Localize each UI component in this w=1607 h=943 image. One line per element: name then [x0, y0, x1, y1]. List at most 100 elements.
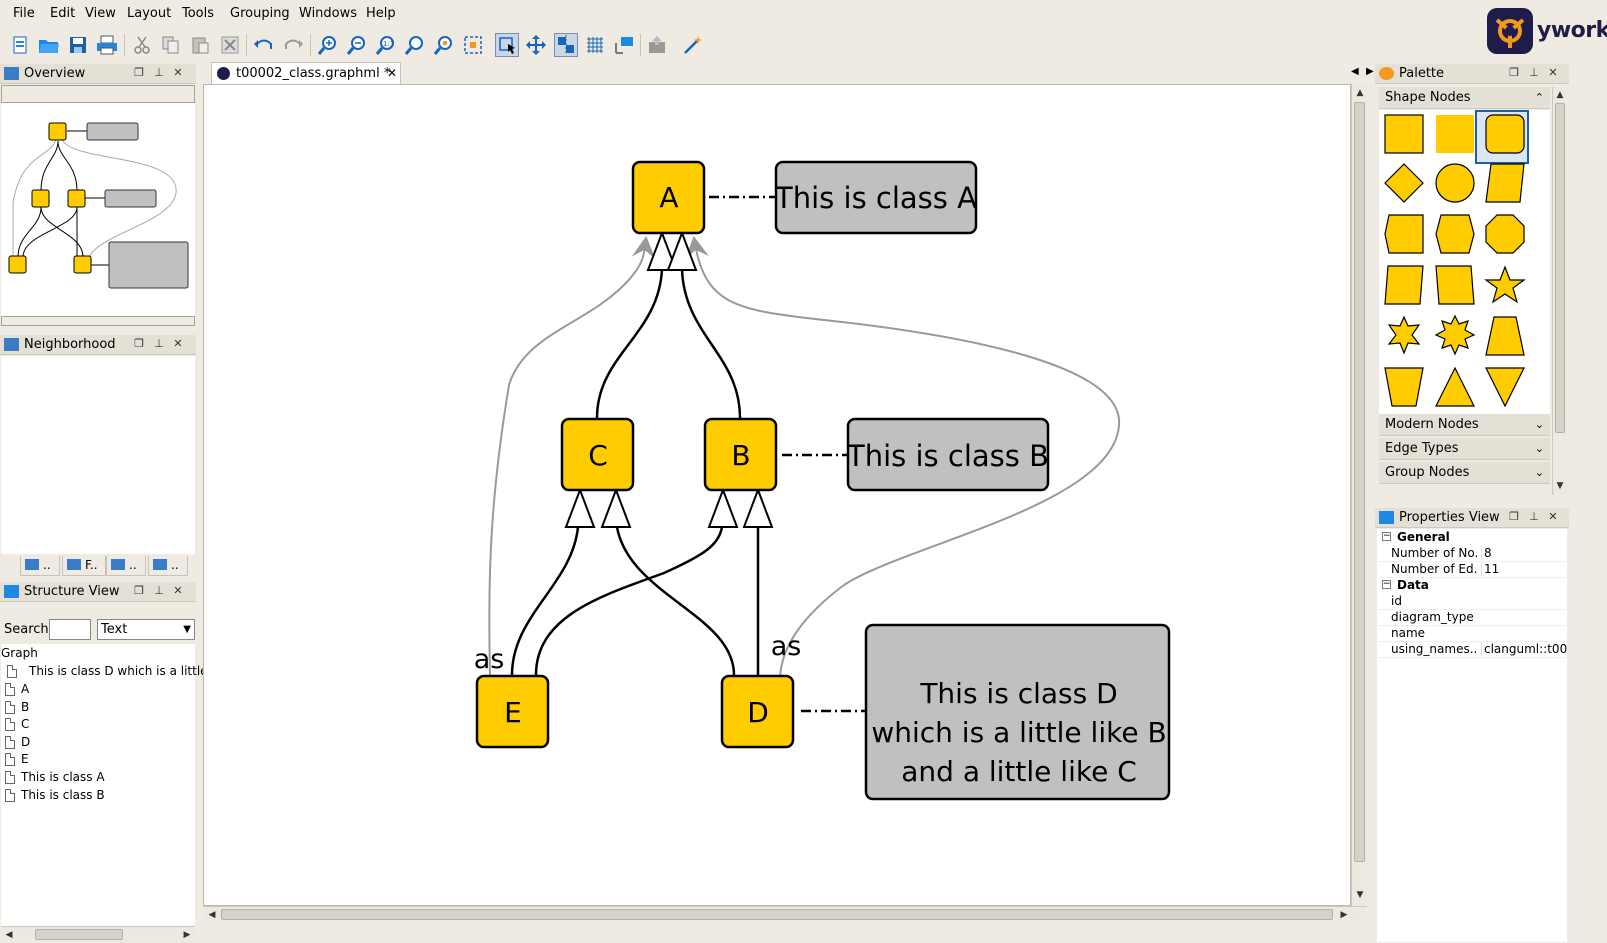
palette-section-modern-nodes[interactable]: Modern Nodes⌄: [1379, 414, 1550, 436]
neighborhood-canvas[interactable]: [1, 356, 195, 554]
print-icon[interactable]: [95, 33, 119, 57]
scrollbar-thumb[interactable]: [221, 909, 1333, 920]
tree-item[interactable]: C: [3, 717, 29, 731]
property-row[interactable]: using_names...clanguml::t00...: [1379, 642, 1567, 658]
menu-layout[interactable]: Layout: [127, 6, 172, 21]
palette-vertical-scrollbar[interactable]: ▲ ▼: [1552, 87, 1567, 495]
graph-canvas[interactable]: A C B E D This is class A This is class …: [203, 84, 1351, 906]
cut-icon[interactable]: [130, 33, 154, 57]
delete-icon[interactable]: [218, 33, 242, 57]
neighborhood-tab-2[interactable]: F..: [62, 556, 106, 576]
collapse-icon[interactable]: ⌃: [1534, 91, 1544, 104]
palette-section-group-nodes[interactable]: Group Nodes⌄: [1379, 462, 1550, 484]
palette-section-shape-nodes[interactable]: Shape Nodes⌃: [1379, 87, 1550, 109]
menu-tools[interactable]: Tools: [182, 6, 215, 21]
property-value[interactable]: clanguml::t00...: [1481, 642, 1567, 656]
neighborhood-tab-1[interactable]: ..: [20, 556, 60, 576]
move-view-icon[interactable]: [524, 33, 548, 57]
tree-item[interactable]: This is class A: [3, 770, 105, 784]
property-section-general[interactable]: −General: [1379, 530, 1450, 544]
scrollbar-thumb[interactable]: [1354, 102, 1365, 862]
menu-file[interactable]: File: [13, 6, 35, 21]
close-icon[interactable]: ✕: [1548, 66, 1558, 79]
tab-scroll-right-icon[interactable]: ▶: [1366, 66, 1374, 77]
save-icon[interactable]: [66, 33, 90, 57]
chevron-down-icon[interactable]: ▼: [183, 624, 191, 635]
redo-icon[interactable]: [281, 33, 305, 57]
menu-grouping[interactable]: Grouping: [230, 6, 290, 21]
property-row[interactable]: name: [1379, 626, 1567, 642]
palette-section-edge-types[interactable]: Edge Types⌄: [1379, 438, 1550, 460]
tree-item[interactable]: This is class D which is a little l: [5, 664, 215, 678]
overview-scrollbar-bottom[interactable]: [1, 316, 195, 326]
expand-icon[interactable]: ⌄: [1534, 442, 1544, 455]
float-icon[interactable]: ❐: [1509, 66, 1519, 79]
canvas-horizontal-scrollbar[interactable]: ◀ ▶: [203, 906, 1367, 922]
canvas-vertical-scrollbar[interactable]: ▲ ▼: [1351, 84, 1367, 906]
structure-horizontal-scrollbar[interactable]: ◀ ▶: [1, 926, 195, 942]
tree-item[interactable]: A: [3, 682, 29, 696]
scroll-down-icon[interactable]: ▼: [1356, 890, 1364, 900]
collapse-icon[interactable]: −: [1382, 579, 1391, 589]
scroll-right-icon[interactable]: ▶: [183, 930, 191, 940]
layout-wizard-icon[interactable]: [681, 33, 705, 57]
scroll-right-icon[interactable]: ▶: [1340, 910, 1348, 920]
close-icon[interactable]: ✕: [173, 337, 183, 350]
pin-icon[interactable]: ⊥: [154, 66, 164, 79]
close-icon[interactable]: ✕: [173, 584, 183, 597]
fit-content-icon[interactable]: [461, 33, 485, 57]
close-tab-icon[interactable]: ✕: [387, 66, 398, 80]
menu-view[interactable]: View: [85, 6, 116, 21]
property-value[interactable]: 11: [1481, 562, 1567, 576]
overview-canvas[interactable]: [1, 103, 195, 316]
collapse-icon[interactable]: −: [1382, 531, 1391, 541]
float-icon[interactable]: ❐: [1509, 510, 1519, 523]
snap-icon[interactable]: [554, 33, 578, 57]
pin-icon[interactable]: ⊥: [154, 337, 164, 350]
open-folder-icon[interactable]: [37, 33, 61, 57]
property-row[interactable]: diagram_type: [1379, 610, 1567, 626]
undo-icon[interactable]: [252, 33, 276, 57]
zoom-fit-icon[interactable]: [403, 33, 427, 57]
menu-windows[interactable]: Windows: [299, 6, 358, 21]
pin-icon[interactable]: ⊥: [1529, 510, 1539, 523]
copy-icon[interactable]: [159, 33, 183, 57]
search-filter-select[interactable]: Text ▼: [97, 619, 195, 640]
property-section-data[interactable]: −Data: [1379, 578, 1429, 592]
pin-icon[interactable]: ⊥: [1529, 66, 1539, 79]
tree-root[interactable]: Graph: [1, 646, 38, 660]
close-icon[interactable]: ✕: [173, 66, 183, 79]
zoom-original-icon[interactable]: 1:1: [374, 33, 398, 57]
property-value[interactable]: 8: [1481, 546, 1567, 560]
pin-icon[interactable]: ⊥: [154, 584, 164, 597]
zoom-in-icon[interactable]: [316, 33, 340, 57]
new-document-icon[interactable]: [8, 33, 32, 57]
label-icon[interactable]: [612, 33, 636, 57]
menu-help[interactable]: Help: [366, 6, 396, 21]
edit-mode-icon[interactable]: [495, 33, 519, 57]
expand-icon[interactable]: ⌄: [1534, 418, 1544, 431]
scroll-left-icon[interactable]: ◀: [5, 930, 13, 940]
close-icon[interactable]: ✕: [1548, 510, 1558, 523]
scroll-left-icon[interactable]: ◀: [208, 910, 216, 920]
tab-scroll-left-icon[interactable]: ◀: [1351, 66, 1359, 77]
export-icon[interactable]: [646, 33, 670, 57]
tree-item[interactable]: D: [3, 735, 30, 749]
property-row[interactable]: id: [1379, 594, 1567, 610]
scroll-up-icon[interactable]: ▲: [1356, 88, 1364, 98]
scroll-down-icon[interactable]: ▼: [1556, 481, 1564, 491]
zoom-out-icon[interactable]: [345, 33, 369, 57]
neighborhood-tab-3[interactable]: ..: [106, 556, 146, 576]
tree-item[interactable]: E: [3, 752, 29, 766]
neighborhood-tab-4[interactable]: ..: [148, 556, 188, 576]
scroll-up-icon[interactable]: ▲: [1556, 90, 1564, 100]
scrollbar-thumb[interactable]: [35, 929, 123, 940]
float-icon[interactable]: ❐: [134, 66, 144, 79]
property-row[interactable]: Number of No...8: [1379, 546, 1567, 562]
grid-icon[interactable]: [583, 33, 607, 57]
search-input[interactable]: [49, 619, 91, 640]
property-row[interactable]: Number of Ed...11: [1379, 562, 1567, 578]
menu-edit[interactable]: Edit: [50, 6, 76, 21]
zoom-selection-icon[interactable]: [432, 33, 456, 57]
tree-item[interactable]: This is class B: [3, 788, 105, 802]
